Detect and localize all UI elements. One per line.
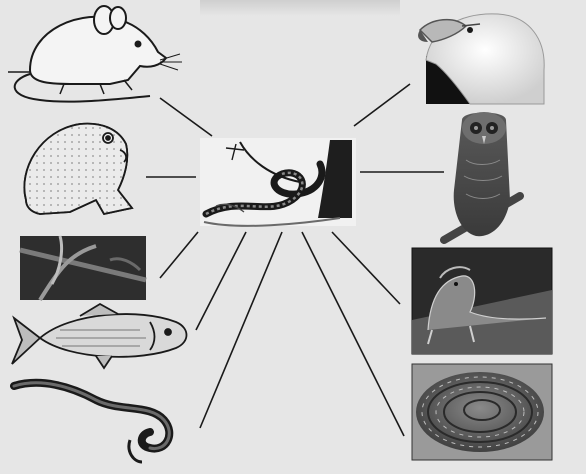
mouse-icon [8, 6, 182, 102]
link-mouse [160, 98, 212, 136]
link-coiled-snake [302, 232, 404, 436]
fish-icon [12, 304, 187, 368]
link-bearded-lizard [332, 232, 400, 304]
connector-lines [146, 84, 444, 436]
bearded-lizard-icon [412, 248, 552, 354]
snake-on-tree-icon [200, 138, 356, 226]
coiled-snake-icon [412, 364, 552, 460]
lizard-icon [20, 236, 146, 300]
link-small-snake [200, 232, 282, 428]
link-fish [196, 232, 246, 330]
small-snake-icon [14, 383, 169, 462]
owl-icon [444, 112, 520, 240]
frog-icon [24, 124, 132, 214]
eagle-icon [418, 14, 544, 104]
link-eagle [354, 84, 410, 126]
link-lizard [160, 232, 198, 278]
